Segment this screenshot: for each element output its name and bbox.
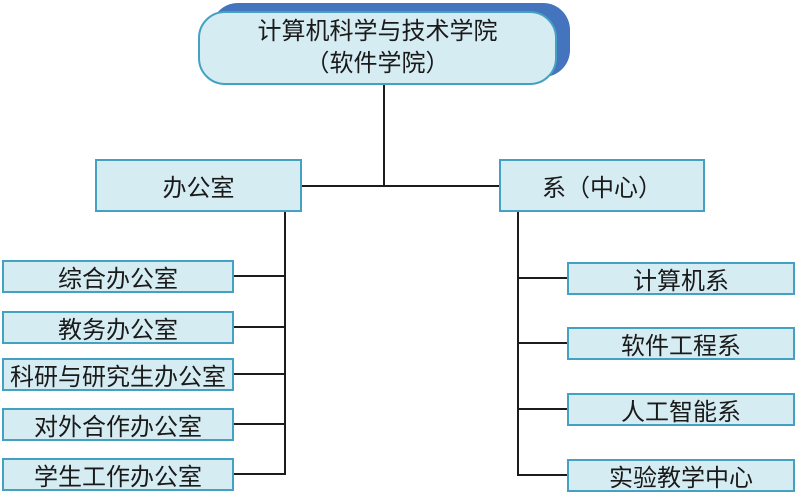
org-node-experimental-teaching-center-label: 实验教学中心 xyxy=(609,465,753,492)
org-node-software-engineering-dept-label: 软件工程系 xyxy=(621,333,741,360)
connector-left-stub-5 xyxy=(234,473,284,475)
org-node-branch-departments: 系（中心） xyxy=(499,159,705,212)
org-node-research-graduate-office-label: 科研与研究生办公室 xyxy=(10,364,226,391)
org-node-academic-affairs-office-label: 教务办公室 xyxy=(58,317,178,344)
org-node-artificial-intelligence-dept-label: 人工智能系 xyxy=(621,399,741,426)
org-node-computer-science-dept: 计算机系 xyxy=(567,262,795,295)
org-node-root-line1: 计算机科学与技术学院 xyxy=(257,18,498,45)
org-node-external-cooperation-office: 对外合作办公室 xyxy=(2,408,234,441)
org-node-student-affairs-office: 学生工作办公室 xyxy=(2,458,234,491)
org-node-branch-office-label: 办公室 xyxy=(162,175,235,202)
connector-branch-horizontal xyxy=(302,185,499,187)
org-node-student-affairs-office-label: 学生工作办公室 xyxy=(34,464,202,491)
org-node-external-cooperation-office-label: 对外合作办公室 xyxy=(34,414,202,441)
org-node-research-graduate-office: 科研与研究生办公室 xyxy=(2,358,234,391)
org-node-general-office-label: 综合办公室 xyxy=(58,266,178,293)
org-node-academic-affairs-office: 教务办公室 xyxy=(2,311,234,344)
org-node-general-office: 综合办公室 xyxy=(2,260,234,293)
connector-right-stub-1 xyxy=(517,277,567,279)
connector-right-stub-4 xyxy=(517,474,567,476)
connector-left-stub-1 xyxy=(234,275,284,277)
connector-root-vertical xyxy=(383,85,385,187)
connector-left-stub-3 xyxy=(234,373,284,375)
org-node-software-engineering-dept: 软件工程系 xyxy=(567,327,795,360)
connector-right-spine xyxy=(517,212,519,476)
connector-left-spine xyxy=(284,212,286,475)
org-node-root: 计算机科学与技术学院 （软件学院） xyxy=(198,11,557,85)
connector-right-stub-2 xyxy=(517,342,567,344)
connector-left-stub-2 xyxy=(234,326,284,328)
org-node-experimental-teaching-center: 实验教学中心 xyxy=(567,459,795,492)
connector-left-stub-4 xyxy=(234,423,284,425)
org-node-artificial-intelligence-dept: 人工智能系 xyxy=(567,393,795,426)
org-node-root-line2: （软件学院） xyxy=(305,50,450,77)
connector-right-stub-3 xyxy=(517,408,567,410)
org-node-computer-science-dept-label: 计算机系 xyxy=(633,268,729,295)
org-node-branch-office: 办公室 xyxy=(95,159,302,212)
org-node-branch-departments-label: 系（中心） xyxy=(542,175,662,202)
